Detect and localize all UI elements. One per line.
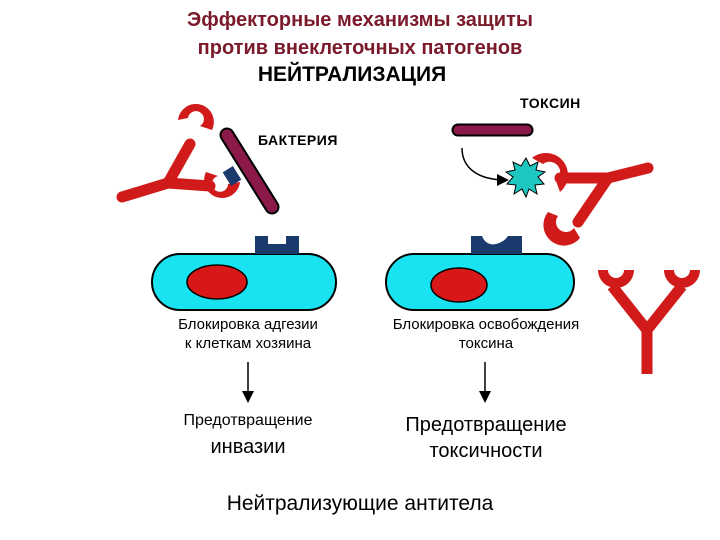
- right-result-line-1: Предотвращение: [405, 414, 567, 436]
- right-caption: Блокировка освобождения токсина: [368, 315, 604, 353]
- title-line-2: против внеклеточных патогенов: [197, 37, 523, 59]
- free-antibody: [598, 270, 700, 374]
- left-caption: Блокировка адгезии к клеткам хозяина: [150, 315, 346, 353]
- left-caption-line-1: Блокировка адгезии: [178, 316, 318, 333]
- left-result-line-1: Предотвращение: [183, 412, 313, 429]
- left-antibody: [116, 103, 240, 203]
- toxin-label: ТОКСИН: [520, 95, 581, 111]
- right-result-line-2: токсичности: [429, 440, 543, 462]
- bacterium-label: БАКТЕРИЯ: [258, 132, 338, 148]
- right-caption-line-1: Блокировка освобождения: [392, 316, 580, 333]
- right-result: Предотвращение токсичности: [378, 412, 594, 464]
- left-result-line-2: инвазии: [210, 436, 286, 458]
- release-arrow: [461, 147, 509, 186]
- right-host-cell: [385, 236, 575, 311]
- title-line-3: НЕЙТРАЛИЗАЦИЯ: [257, 63, 447, 86]
- left-result: Предотвращение инвазии: [148, 410, 348, 462]
- right-caption-line-2: токсина: [458, 335, 514, 352]
- left-caption-line-2: к клеткам хозяина: [184, 335, 312, 352]
- footer-caption: Нейтрализующие антитела: [226, 492, 494, 515]
- title-line-1: Эффекторные механизмы защиты: [187, 9, 533, 31]
- left-host-cell: [151, 236, 337, 311]
- bacterium: [219, 127, 280, 215]
- toxin-star: [504, 156, 547, 199]
- right-antibody-bound: [532, 152, 654, 246]
